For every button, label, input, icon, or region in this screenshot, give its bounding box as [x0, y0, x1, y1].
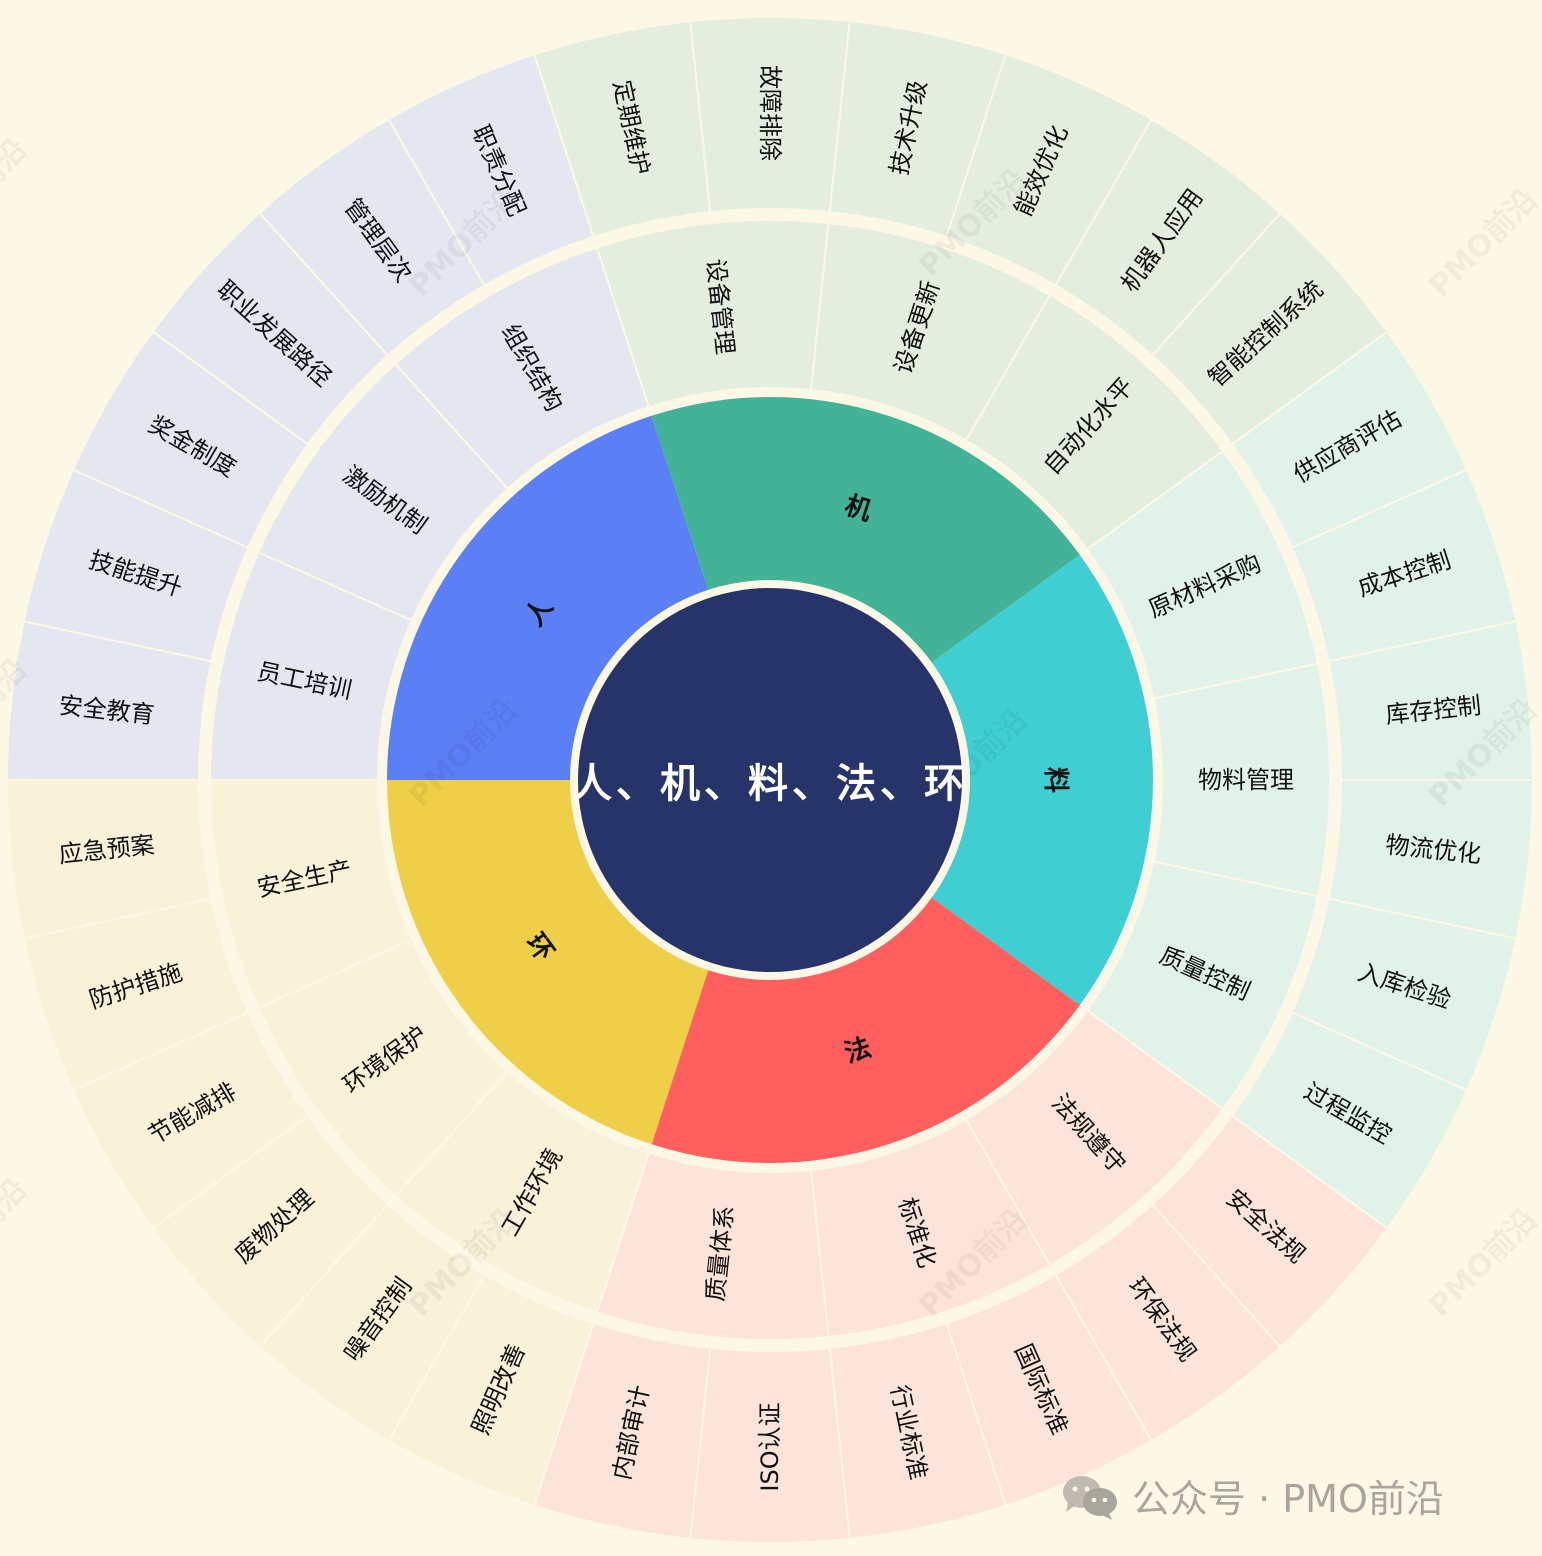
center-hub: 人、机、料、法、环	[570, 580, 970, 980]
factor-label: 故障排除	[756, 65, 784, 161]
factor-label: ISO认证	[756, 1402, 784, 1491]
subcategory-label: 物料管理	[1198, 766, 1294, 794]
category-label: 料	[1040, 767, 1070, 793]
footer-credit: 公众号 · PMO前沿	[1060, 1468, 1444, 1523]
category-group-2: 料原材料采购供应商评估成本控制物料管理库存控制物流优化质量控制入库检验过程监控	[770, 330, 1535, 1230]
watermark-text: PMO前沿	[1422, 1202, 1542, 1324]
watermark-text: PMO前沿	[0, 132, 34, 254]
center-title: 人、机、料、法、环	[572, 761, 968, 807]
watermark-text: PMO前沿	[0, 1172, 34, 1294]
subcategory-sector[interactable]	[208, 779, 414, 1010]
center-circle	[578, 588, 962, 972]
factor-sector[interactable]	[5, 779, 213, 940]
wechat-icon	[1063, 1475, 1117, 1520]
footer-text: 公众号 · PMO前沿	[1132, 1477, 1444, 1521]
watermark-text: PMO前沿	[1422, 182, 1542, 304]
